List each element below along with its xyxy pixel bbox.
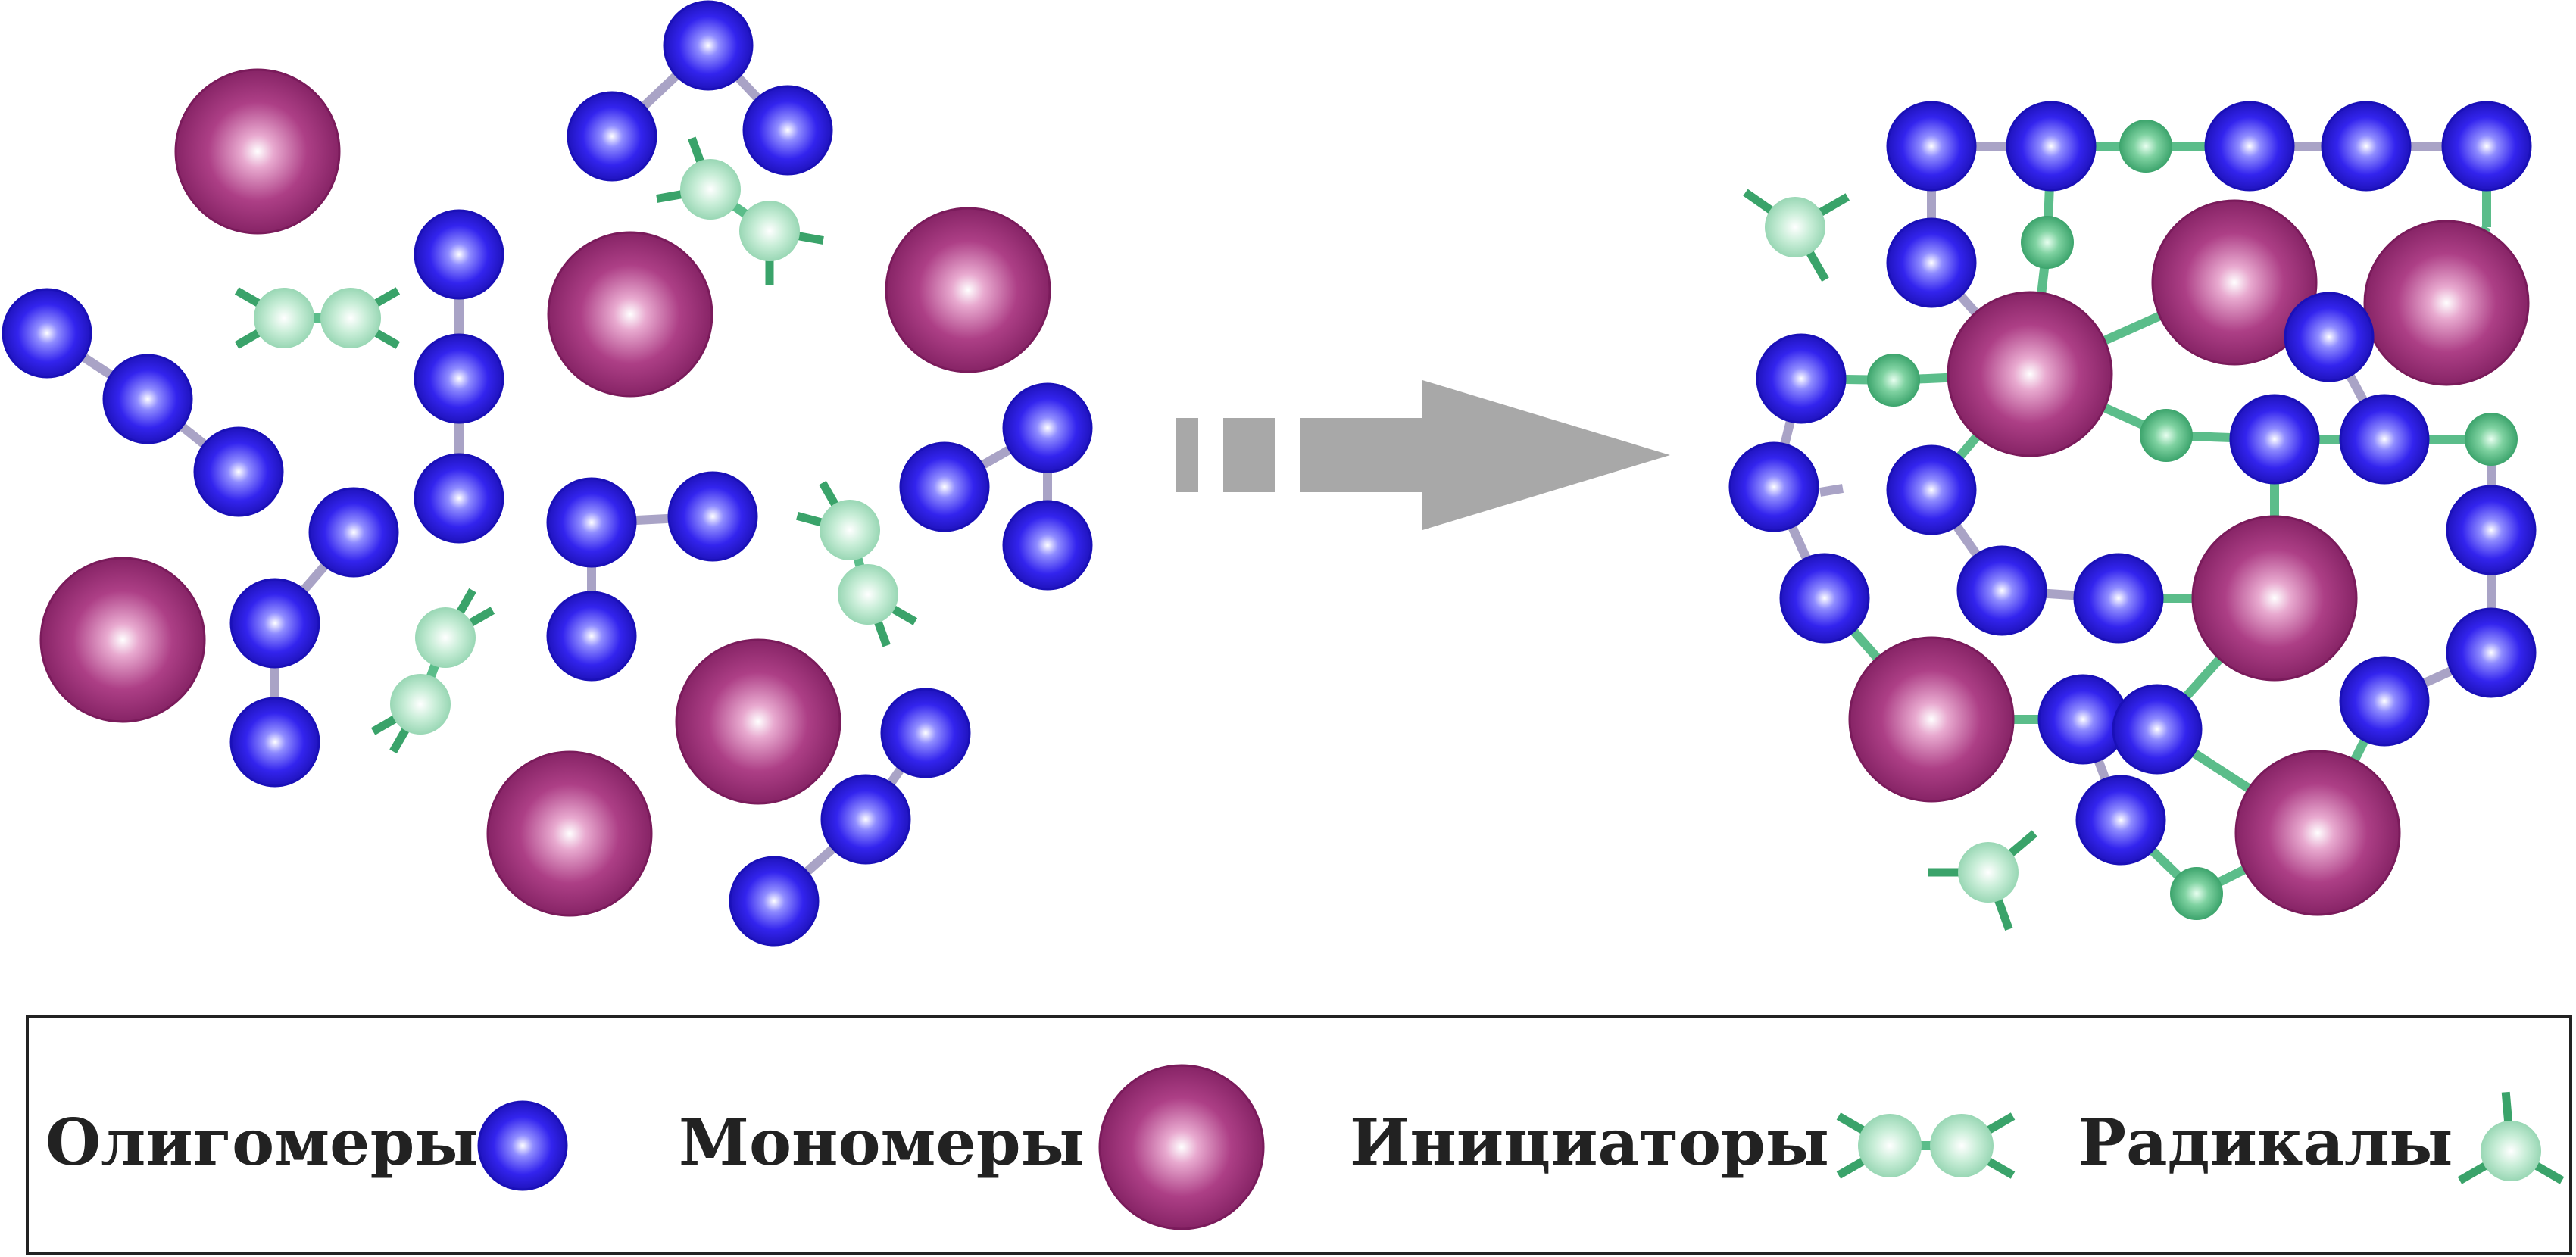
green-sphere-icon — [415, 607, 476, 668]
molecules-layer — [2, 0, 2541, 1230]
blue-sphere-icon — [2446, 485, 2537, 575]
reaction-arrow — [1176, 380, 1670, 530]
blue-sphere-icon — [193, 426, 284, 517]
chain-bond — [1819, 484, 1844, 497]
green-sphere-icon — [838, 564, 898, 625]
magenta-sphere-icon — [486, 750, 653, 917]
blue-sphere-icon — [742, 85, 833, 176]
magenta-sphere-icon — [174, 68, 341, 235]
right-arrow-icon — [1300, 380, 1670, 530]
arrow-dash-2 — [1223, 418, 1275, 492]
blue-sphere-icon — [663, 0, 754, 91]
blue-sphere-icon — [229, 578, 320, 669]
blue-sphere-icon — [1002, 382, 1093, 473]
green-sphere-icon — [254, 288, 314, 348]
blue-sphere-icon — [546, 591, 637, 682]
blue-sphere-icon — [567, 91, 657, 182]
green-sphere-icon — [1858, 1114, 1922, 1177]
blue-sphere-icon — [546, 477, 637, 568]
blue-sphere-icon — [2075, 775, 2166, 866]
blue-sphere-icon — [667, 471, 758, 562]
green-sphere-icon — [1867, 354, 1920, 407]
blue-sphere-icon — [2339, 394, 2430, 485]
blue-sphere-icon — [477, 1100, 568, 1191]
green-sphere-icon — [2465, 413, 2518, 466]
blue-sphere-icon — [880, 688, 971, 778]
green-sphere-icon — [2140, 409, 2193, 462]
blue-sphere-icon — [2006, 101, 2097, 192]
blue-sphere-icon — [820, 774, 911, 865]
magenta-sphere-icon — [2151, 199, 2318, 366]
green-sphere-icon — [2021, 216, 2074, 269]
green-sphere-icon — [390, 674, 451, 735]
green-sphere-icon — [2170, 867, 2223, 920]
green-sphere-icon — [1930, 1114, 1994, 1177]
blue-sphere-icon — [414, 333, 504, 424]
green-sphere-icon — [680, 159, 741, 220]
blue-sphere-icon — [102, 354, 193, 444]
blue-sphere-icon — [2073, 553, 2164, 644]
blue-sphere-icon — [414, 453, 504, 544]
magenta-sphere-icon — [1848, 636, 2015, 803]
blue-sphere-icon — [2446, 607, 2537, 698]
magenta-sphere-icon — [39, 557, 206, 723]
blue-sphere-icon — [229, 697, 320, 788]
blue-sphere-icon — [2441, 101, 2532, 192]
blue-sphere-icon — [1956, 545, 2047, 636]
legend-label-oligomers: Олигомеры — [45, 1105, 479, 1180]
legend-label-initiators: Инициаторы — [1350, 1105, 1829, 1180]
blue-sphere-icon — [2284, 292, 2375, 382]
green-sphere-icon — [320, 288, 381, 348]
magenta-sphere-icon — [1098, 1064, 1265, 1230]
magenta-sphere-icon — [1947, 291, 2113, 457]
blue-sphere-icon — [1779, 553, 1870, 644]
blue-sphere-icon — [1728, 441, 1819, 532]
magenta-sphere-icon — [2363, 220, 2530, 386]
green-sphere-icon — [2481, 1121, 2541, 1181]
green-sphere-icon — [820, 500, 880, 560]
magenta-sphere-icon — [885, 207, 1051, 373]
green-sphere-icon — [1765, 197, 1825, 257]
blue-sphere-icon — [729, 856, 820, 947]
blue-sphere-icon — [1756, 333, 1847, 424]
legend-label-monomers: Мономеры — [679, 1105, 1085, 1180]
blue-sphere-icon — [308, 487, 399, 578]
blue-sphere-icon — [1002, 500, 1093, 591]
blue-sphere-icon — [2204, 101, 2295, 192]
blue-sphere-icon — [2, 288, 92, 379]
blue-sphere-icon — [1886, 444, 1977, 535]
blue-sphere-icon — [2339, 656, 2430, 747]
blue-sphere-icon — [1886, 217, 1977, 308]
magenta-sphere-icon — [675, 638, 841, 805]
green-sphere-icon — [2119, 120, 2172, 173]
magenta-sphere-icon — [2191, 515, 2358, 682]
legend-label-radicals: Радикалы — [2078, 1105, 2453, 1180]
blue-sphere-icon — [2321, 101, 2412, 192]
legend-box — [26, 1015, 2572, 1255]
blue-sphere-icon — [1886, 101, 1977, 192]
green-sphere-icon — [739, 201, 800, 261]
bonds-layer — [44, 42, 2565, 1184]
blue-sphere-icon — [2112, 684, 2203, 775]
blue-sphere-icon — [2229, 394, 2320, 485]
arrow-dash-1 — [1176, 418, 1198, 492]
legend: Олигомеры Мономеры Инициаторы Радикалы — [26, 1015, 2572, 1255]
magenta-sphere-icon — [2234, 750, 2401, 916]
green-sphere-icon — [1958, 842, 2019, 903]
blue-sphere-icon — [414, 209, 504, 300]
magenta-sphere-icon — [547, 231, 713, 398]
blue-sphere-icon — [899, 441, 990, 532]
